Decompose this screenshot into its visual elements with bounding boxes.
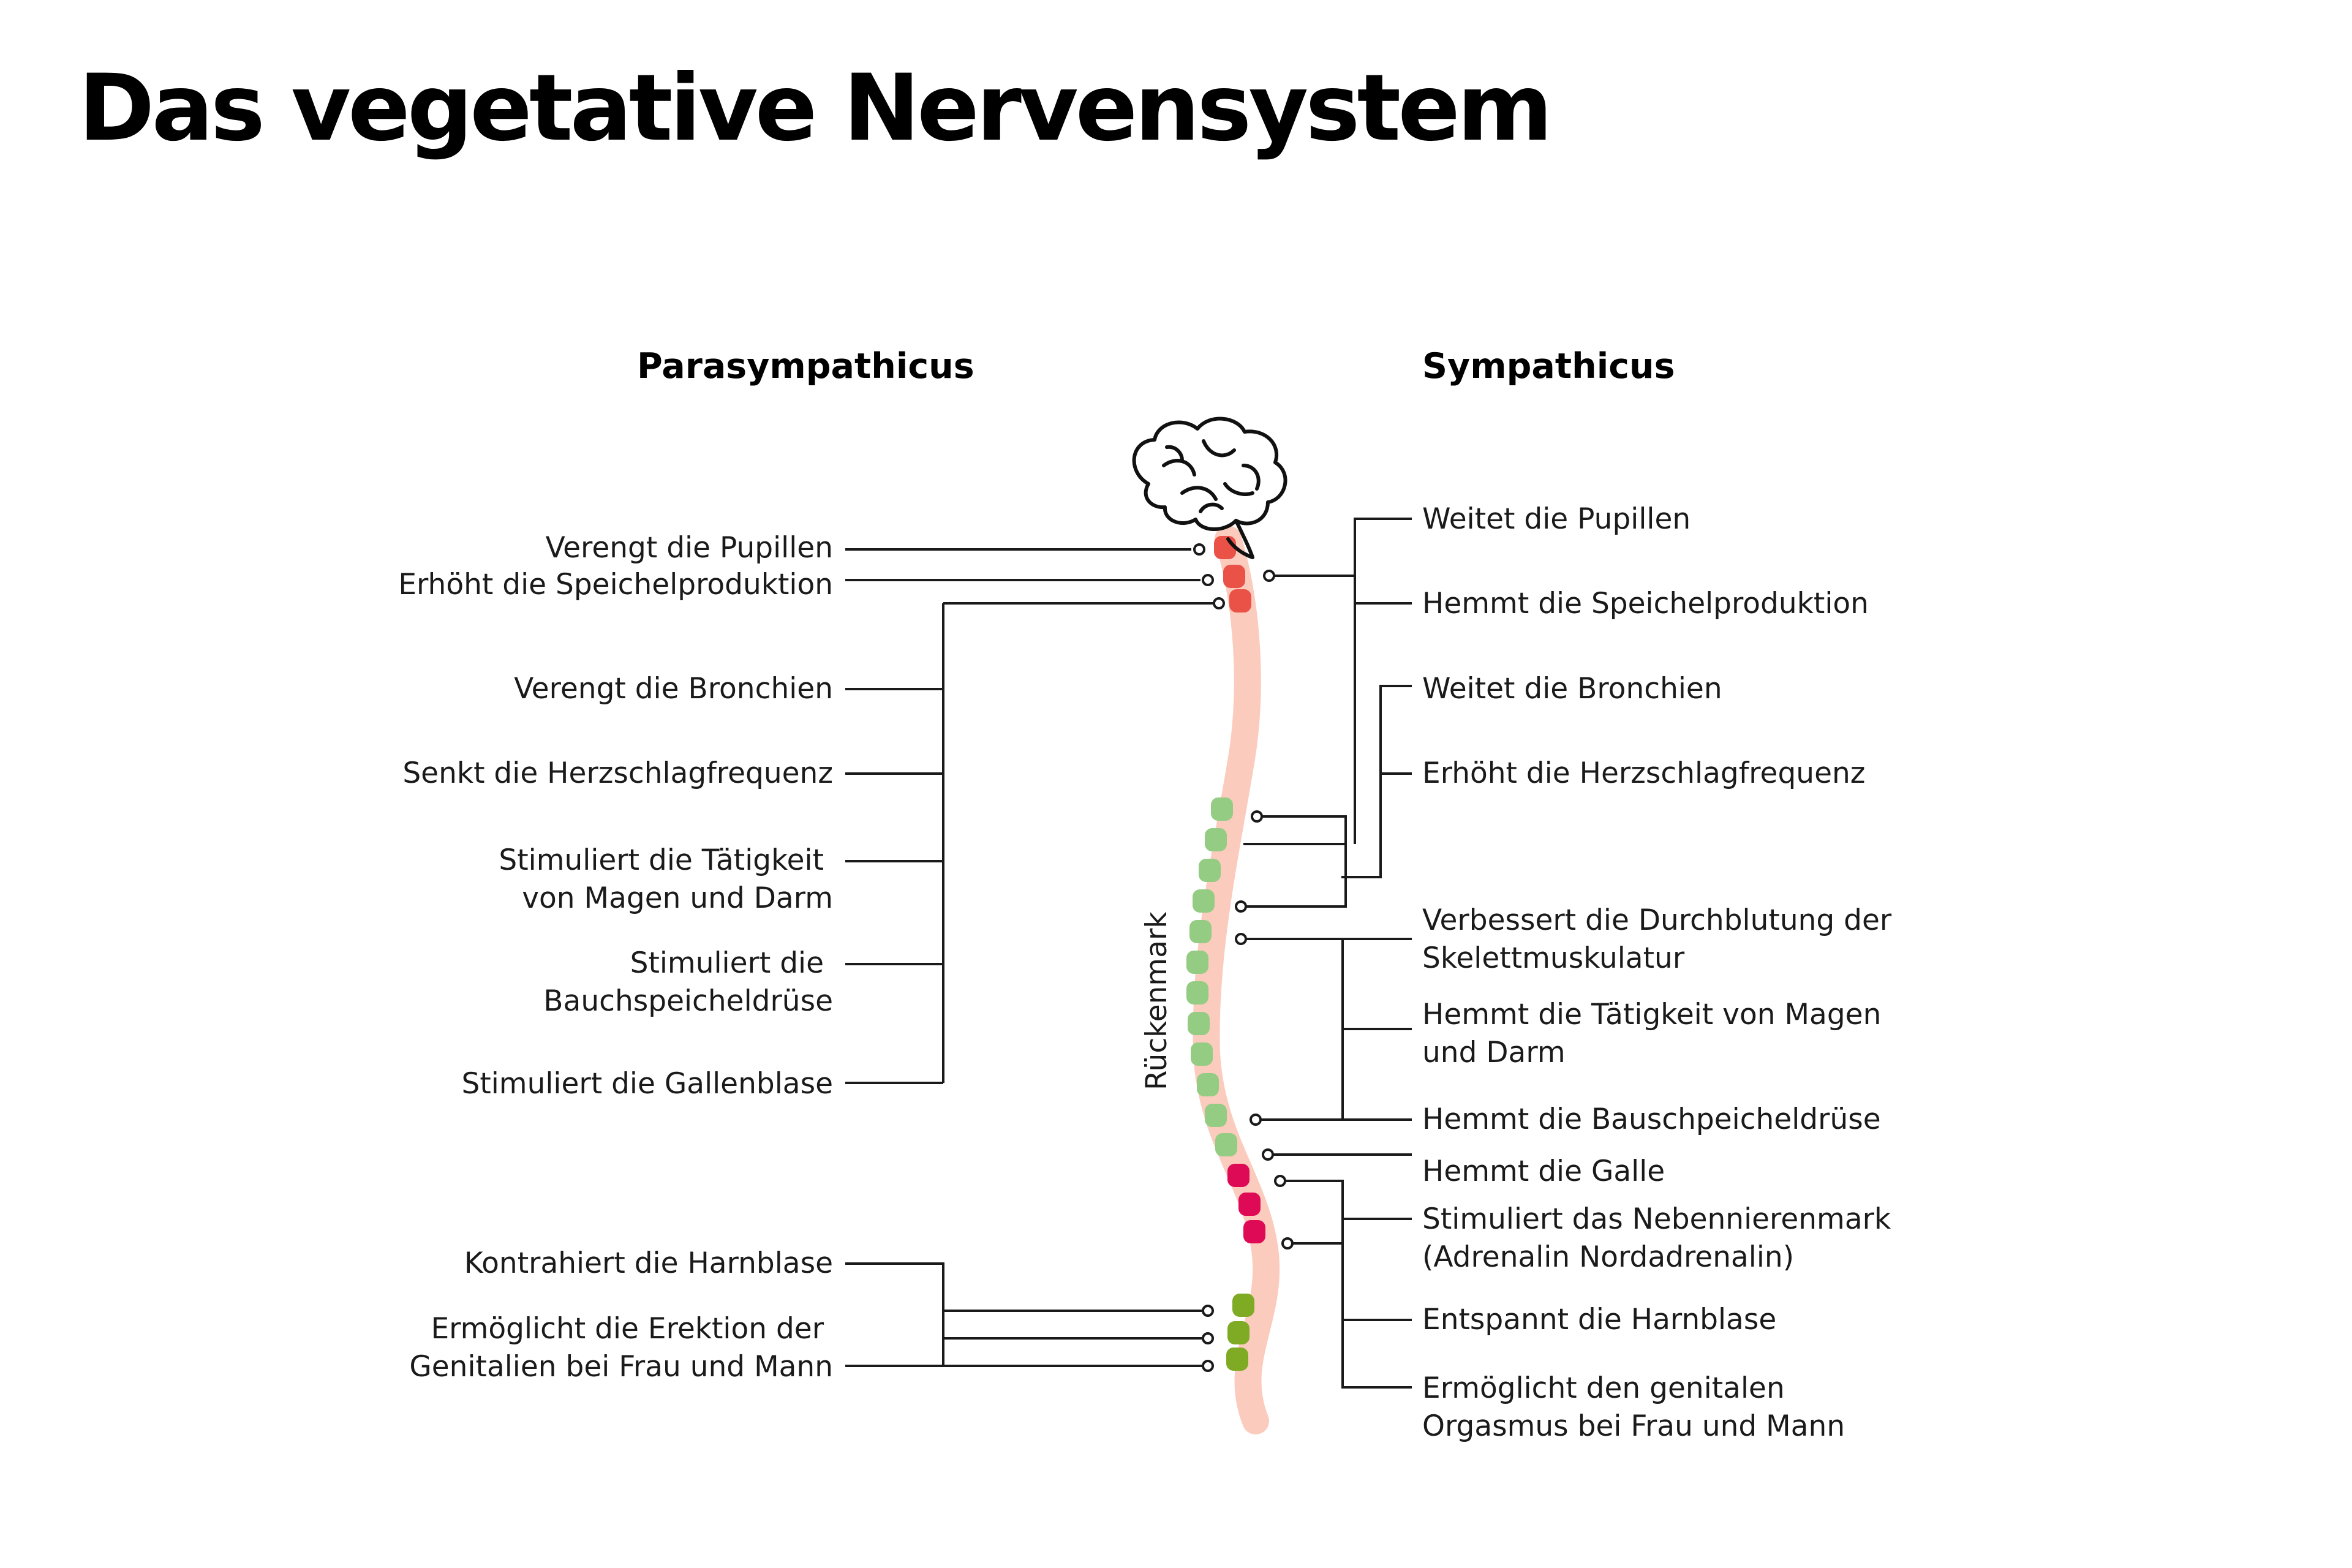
vertebra-thoracic	[1197, 1073, 1219, 1096]
connector-s5-s7	[1240, 938, 1412, 1121]
connector-p8-p9-trunk	[845, 1262, 1202, 1367]
vertebra-lumbar	[1238, 1193, 1261, 1216]
vertebra-brainstem	[1214, 536, 1236, 559]
connector-s3-s4	[1341, 685, 1412, 878]
parasympathicus-labels: Verengt die Pupillen Erhöht die Speichel…	[398, 531, 833, 1384]
para-label-bladder: Kontrahiert die Harnblase	[464, 1246, 833, 1280]
para-label-gallbladder: Stimuliert die Gallenblase	[461, 1067, 833, 1101]
terminal	[1202, 574, 1214, 586]
vertebra-lumbar	[1227, 1164, 1250, 1187]
vertebra-thoracic	[1188, 1012, 1210, 1035]
sym-label-saliva: Hemmt die Speichelproduktion	[1422, 587, 1869, 620]
vertebra-brainstem	[1223, 565, 1245, 588]
brain-icon	[1132, 417, 1287, 559]
para-label-saliva: Erhöht die Speichelproduktion	[398, 568, 833, 601]
vertebra-brainstem	[1229, 589, 1251, 612]
terminal	[1202, 1332, 1214, 1344]
vertebra-sacral	[1232, 1294, 1254, 1317]
terminal	[1193, 543, 1205, 556]
connector-thoracic-upper	[1240, 815, 1347, 908]
sym-label-heart: Erhöht die Herzschlagfrequenz	[1422, 756, 1865, 790]
sym-label-adrenal: Stimuliert das Nebennierenmark (Adrenali…	[1422, 1202, 1900, 1274]
vertebra-thoracic	[1186, 951, 1208, 974]
vertebra-thoracic	[1205, 1104, 1227, 1127]
sympathicus-connectors	[1240, 518, 1412, 1389]
vertebra-thoracic	[1189, 920, 1212, 943]
connector-s1-s2	[1268, 518, 1412, 844]
terminal	[1250, 1114, 1262, 1126]
spinal-cord	[1186, 526, 1280, 1434]
terminal	[1213, 597, 1225, 609]
terminal	[1262, 1148, 1274, 1161]
para-label-stomach: Stimuliert die Tätigkeit von Magen und D…	[499, 843, 833, 915]
terminal	[1251, 810, 1263, 823]
sympathicus-heading: Sympathicus	[1422, 346, 1675, 386]
para-label-bronchi: Verengt die Bronchien	[514, 672, 833, 706]
connector-s9-s11	[1280, 1180, 1412, 1389]
vertebra-sacral	[1227, 1321, 1250, 1344]
vertebra-lumbar	[1243, 1220, 1265, 1243]
vertebra-sacral	[1226, 1348, 1248, 1371]
sym-label-bronchi: Weitet die Bronchien	[1422, 672, 1722, 706]
parasympathicus-heading: Parasympathicus	[637, 346, 974, 386]
sym-label-muscles: Verbessert die Durchblutung der Skelettm…	[1422, 903, 1901, 975]
vertebra-thoracic	[1191, 1042, 1213, 1066]
terminal	[1202, 1305, 1214, 1317]
vertebra-thoracic	[1205, 828, 1227, 851]
page-title: Das vegetative Nervensystem	[78, 55, 1553, 162]
connector-p3-p7-trunk	[942, 602, 1215, 1083]
vertebra-thoracic	[1193, 889, 1215, 913]
spinal-cord-body	[1193, 526, 1280, 1434]
vertebra-thoracic	[1186, 981, 1208, 1005]
terminal	[1235, 900, 1247, 913]
vertebra-thoracic	[1199, 859, 1221, 882]
para-label-heart: Senkt die Herzschlagfrequenz	[402, 756, 833, 790]
nerve-terminals	[1193, 543, 1294, 1372]
sympathicus-labels: Weitet die Pupillen Hemmt die Speichelpr…	[1422, 502, 1901, 1443]
sym-label-orgasm: Ermöglicht den genitalen Orgasmus bei Fr…	[1422, 1371, 1845, 1443]
vertebrae	[1186, 536, 1265, 1371]
terminal	[1281, 1237, 1294, 1250]
parasympathicus-connectors	[845, 548, 1215, 1367]
vertebra-thoracic	[1215, 1133, 1237, 1156]
para-label-pancreas: Stimuliert die Bauchspeicheldrüse	[543, 946, 833, 1018]
terminal	[1235, 933, 1247, 945]
terminal	[1202, 1360, 1214, 1372]
sym-label-pupils: Weitet die Pupillen	[1422, 502, 1691, 536]
terminal	[1274, 1175, 1286, 1187]
spinal-cord-label: Rückenmark	[1140, 911, 1174, 1090]
terminal	[1263, 570, 1275, 582]
sym-label-pancreas: Hemmt die Bauschpeicheldrüse	[1422, 1102, 1881, 1136]
vertebra-thoracic	[1211, 797, 1233, 821]
sym-label-bladder: Entspannt die Harnblase	[1422, 1303, 1776, 1336]
para-label-genitals: Ermöglicht die Erektion der Genitalien b…	[409, 1312, 833, 1384]
para-label-pupils: Verengt die Pupillen	[546, 531, 833, 565]
sym-label-stomach: Hemmt die Tätigkeit von Magen und Darm	[1422, 998, 1890, 1069]
sym-label-gall: Hemmt die Galle	[1422, 1155, 1665, 1188]
